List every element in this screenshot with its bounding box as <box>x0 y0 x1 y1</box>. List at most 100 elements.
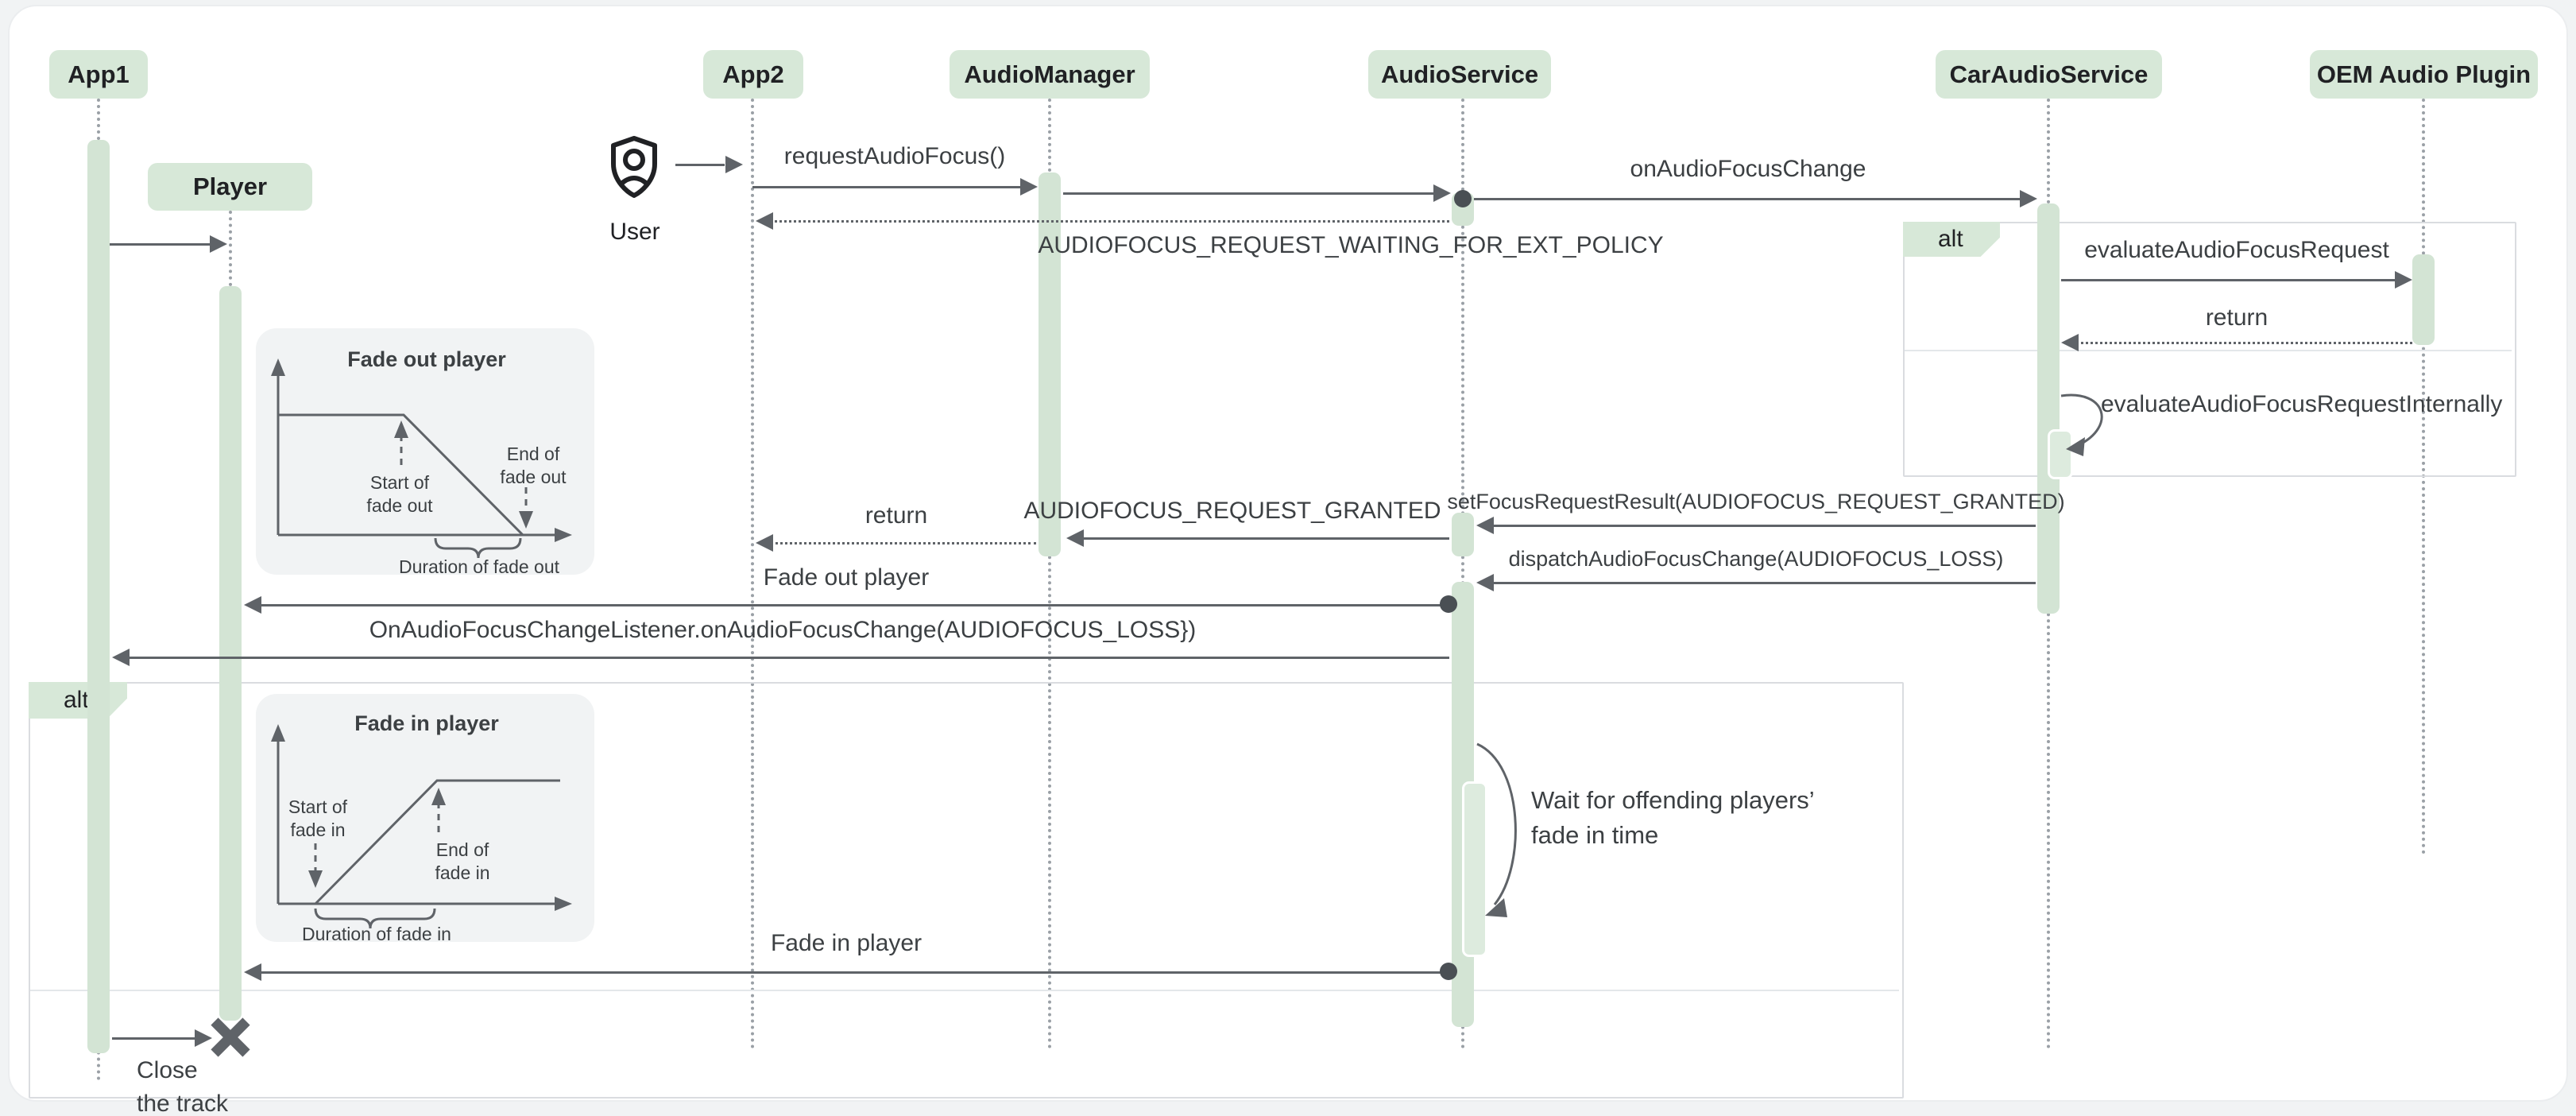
actor-label: AudioService <box>1380 60 1539 88</box>
arrow-fade-out-player <box>258 604 1449 606</box>
activation-caraudioservice <box>2037 203 2060 614</box>
activation-audiomanager <box>1039 172 1061 556</box>
label-line: the track <box>137 1091 229 1116</box>
arrowhead <box>244 596 261 614</box>
alt-fragment-left <box>29 682 1904 1099</box>
msg-evaluate-request: evaluateAudioFocusRequest <box>2084 237 2389 263</box>
msg-on-audio-focus-change: onAudioFocusChange <box>1630 156 1866 182</box>
arrowhead <box>210 235 227 253</box>
msg-on-focus-listener: OnAudioFocusChangeListener.onAudioFocusC… <box>369 617 1197 643</box>
actor-label: AudioManager <box>964 60 1135 88</box>
arrow-return-oem <box>2075 342 2412 344</box>
msg-return-oem: return <box>2205 304 2269 331</box>
arrow-waiting-ext-policy <box>770 220 1449 223</box>
arrowhead <box>1476 574 1494 591</box>
arrow-fade-in-player <box>258 971 1449 974</box>
actor-app2: App2 <box>703 50 803 99</box>
alt-label: alt <box>1938 226 1963 252</box>
msg-set-focus-result: setFocusRequestResult(AUDIOFOCUS_REQUEST… <box>1447 490 2065 513</box>
self-call-arrow-caraudioservice <box>2060 393 2103 456</box>
arrow-audiomanager-audioservice <box>1063 192 1433 195</box>
inset-text-line: End of <box>435 839 489 860</box>
actor-oem-plugin: OEM Audio Plugin <box>2310 50 2538 99</box>
inset-duration-label: Duration of fade out <box>399 556 559 579</box>
inset-text-line: fade in <box>435 862 490 883</box>
inset-text-line: Duration of fade out <box>398 556 560 577</box>
inset-text-line: Start of <box>288 796 348 817</box>
actor-app1: App1 <box>49 50 148 99</box>
inset-start-label: Start of fade out <box>366 471 432 517</box>
arrow-request-audio-focus <box>752 186 1020 188</box>
arrowhead <box>112 649 130 666</box>
actor-audiomanager: AudioManager <box>950 50 1150 99</box>
arrowhead <box>2020 190 2037 207</box>
inset-text-line: Duration of fade in <box>302 924 451 944</box>
actor-label: Player <box>192 172 268 200</box>
actor-caraudioservice: CarAudioService <box>1936 50 2162 99</box>
message-origin-dot <box>1454 190 1472 207</box>
inset-fade-in-chart: Fade in player Start of fade in End of f… <box>256 694 594 944</box>
note-line: fade in time <box>1531 821 1659 849</box>
msg-dispatch-loss: dispatchAudioFocusChange(AUDIOFOCUS_LOSS… <box>1508 547 2004 571</box>
inset-text-line: fade in <box>290 820 346 840</box>
arrow-app1-player <box>110 243 210 246</box>
arrow-set-focus-result <box>1491 525 2036 527</box>
activation-audioservice-wait-nested <box>1462 781 1487 957</box>
message-origin-dot <box>1440 595 1457 613</box>
alt-fragment-right-divider <box>1905 350 2512 351</box>
activation-app1 <box>87 140 110 1053</box>
arrow-on-focus-listener <box>126 657 1449 659</box>
arrowhead <box>756 534 773 552</box>
msg-fade-in-player: Fade in player <box>770 930 922 956</box>
actor-label: App1 <box>68 60 130 88</box>
inset-title: Fade in player <box>354 711 499 735</box>
lifeline-audioservice <box>1461 99 1464 1049</box>
actor-player: Player <box>148 163 312 211</box>
alt-fragment-right <box>1903 222 2516 477</box>
inset-end-label: End of fade out <box>500 443 566 489</box>
alt-label: alt <box>64 687 89 713</box>
inset-text-line: fade out <box>500 467 567 487</box>
note-line: Wait for offending players’ <box>1531 786 1815 814</box>
msg-request-audio-focus: requestAudioFocus() <box>783 143 1006 169</box>
msg-evaluate-internally: evaluateAudioFocusRequestInternally <box>2101 391 2503 417</box>
user-shield-icon <box>611 136 657 198</box>
inset-start-label: Start of fade in <box>288 796 347 842</box>
user-arrow-line <box>675 164 725 166</box>
activation-caraudioservice-nested <box>2048 429 2073 479</box>
actor-label: CarAudioService <box>1949 60 2149 88</box>
arrow-evaluate-request <box>2061 279 2395 281</box>
inset-end-label: End of fade in <box>435 839 489 885</box>
actor-audioservice: AudioService <box>1368 50 1551 99</box>
arrowhead <box>1020 178 1038 196</box>
fade-in-curve <box>271 724 572 929</box>
inset-text-line: Start of <box>369 472 430 493</box>
alt-fragment-right-label: alt <box>1903 222 2000 257</box>
message-origin-dot <box>1440 963 1457 980</box>
arrow-on-audio-focus-change <box>1474 198 2020 200</box>
arrowhead <box>756 212 773 230</box>
arrowhead <box>2061 334 2079 351</box>
note-wait-for-fade: Wait for offending players’ fade in time <box>1531 783 1815 853</box>
arrowhead <box>244 963 261 981</box>
alt-fragment-left-label: alt <box>29 682 127 719</box>
actor-label: OEM Audio Plugin <box>2316 60 2532 88</box>
label-line: Close <box>137 1057 198 1083</box>
inset-text-line: fade out <box>366 495 433 516</box>
arrowhead <box>2395 271 2412 289</box>
arrow-close-track <box>112 1037 195 1040</box>
arrow-return-app2 <box>770 542 1036 544</box>
user-label: User <box>609 219 660 245</box>
lifeline-player <box>229 211 232 286</box>
inset-text-line: End of <box>506 444 560 464</box>
activation-player <box>219 286 242 1021</box>
arrow-dispatch-loss <box>1491 582 2036 584</box>
msg-fade-out-player: Fade out player <box>763 564 930 591</box>
arrow-request-granted <box>1081 537 1449 540</box>
activation-oem <box>2412 254 2435 345</box>
inset-duration-label: Duration of fade in <box>302 923 451 946</box>
inset-title: Fade out player <box>347 347 506 371</box>
msg-return-app2: return <box>864 502 928 529</box>
msg-waiting-ext-policy: AUDIOFOCUS_REQUEST_WAITING_FOR_EXT_POLIC… <box>1038 232 1664 258</box>
